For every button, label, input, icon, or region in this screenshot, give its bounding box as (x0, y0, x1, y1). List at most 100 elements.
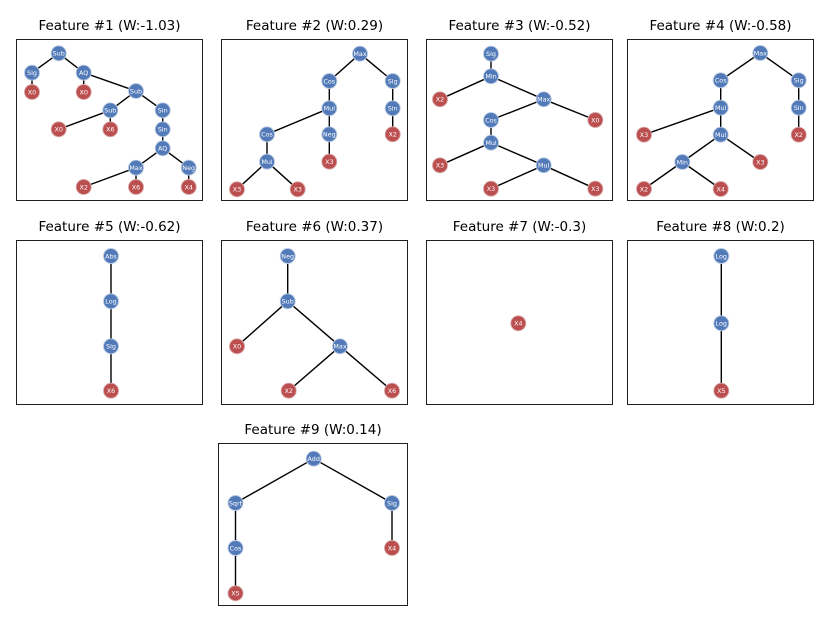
tree-edge (720, 52, 761, 81)
operator-node: AQ (154, 140, 171, 157)
terminal-node: X6 (128, 179, 144, 195)
operator-node: Sig (24, 64, 40, 81)
node-circle (279, 293, 296, 310)
panel-title-2: Feature #2 (W:0.29) (245, 18, 384, 34)
node-circle (483, 180, 499, 197)
node-circle (483, 134, 499, 151)
terminal-node: X2 (432, 91, 448, 108)
terminal-node: X3 (752, 154, 769, 170)
node-circle (279, 248, 296, 264)
node-circle (75, 64, 92, 81)
panel-title-7: Feature #7 (W:-0.3) (452, 219, 587, 235)
operator-node: Sqrt (227, 495, 244, 511)
operator-node: Mul (712, 126, 729, 143)
node-circle (102, 121, 119, 138)
operator-node: Neg (180, 159, 197, 176)
node-circle (50, 121, 67, 138)
terminal-node: X3 (229, 181, 245, 198)
node-circle (713, 315, 730, 332)
node-circle (510, 315, 527, 332)
operator-node: Neg (321, 126, 338, 143)
node-circle (790, 99, 807, 116)
terminal-node: X3 (483, 180, 499, 197)
terminal-node: X0 (587, 112, 604, 128)
operator-node: Mul (259, 153, 275, 170)
operator-node: Cos (483, 112, 499, 128)
node-circle (384, 100, 401, 117)
terminal-node: X2 (280, 382, 297, 399)
node-circle (128, 83, 144, 99)
node-circle (587, 180, 604, 197)
node-circle (321, 73, 338, 89)
tree-edge (339, 345, 393, 392)
node-circle (752, 154, 769, 170)
terminal-node: X2 (384, 126, 401, 143)
operator-node: Abs (103, 248, 119, 264)
node-circle (24, 64, 40, 81)
terminal-node: X6 (102, 121, 119, 138)
node-circle (154, 102, 171, 119)
operator-node: Neg (279, 248, 296, 264)
node-circle (483, 68, 499, 85)
node-circle (712, 99, 729, 116)
node-circle (384, 540, 400, 556)
tree-edge (439, 142, 492, 166)
tree-edge (643, 107, 721, 136)
node-circle (483, 45, 499, 62)
node-circle (75, 84, 92, 100)
node-circle (352, 45, 368, 62)
terminal-node: X3 (289, 181, 306, 198)
node-circle (636, 126, 652, 143)
operator-node: Sin (154, 121, 171, 138)
tree-edge (266, 107, 330, 135)
node-circle (50, 45, 67, 62)
operator-node: Min (674, 154, 691, 170)
operator-node: Cos (321, 73, 338, 89)
operator-node: Mul (483, 134, 499, 151)
node-circle (154, 121, 171, 138)
operator-node: Sin (790, 99, 807, 116)
terminal-node: X4 (384, 540, 400, 556)
operator-node: Max (352, 45, 368, 62)
panel-title-1: Feature #1 (W:-1.03) (38, 18, 181, 34)
node-circle (180, 159, 197, 176)
node-circle (752, 45, 769, 61)
operator-node: Sig (790, 72, 807, 89)
node-circle (535, 91, 552, 108)
terminal-node: X0 (50, 121, 67, 138)
terminal-node: X4 (180, 179, 197, 195)
operator-node: Sub (279, 293, 296, 310)
node-circle (483, 112, 499, 128)
node-circle (432, 157, 448, 174)
tree-edge (490, 75, 544, 100)
node-circle (674, 154, 691, 170)
terminal-node: X0 (75, 84, 92, 100)
node-circle (180, 179, 197, 195)
terminal-node: X3 (587, 180, 604, 197)
node-circle (321, 126, 338, 143)
tree-edge (490, 142, 544, 166)
operator-node: Sig (384, 73, 401, 89)
tree-edge (490, 164, 544, 190)
node-circle (128, 159, 144, 176)
operator-node: Max (332, 338, 348, 355)
operator-node: Log (103, 293, 119, 310)
terminal-node: X0 (24, 84, 40, 100)
operator-node: Sin (154, 102, 171, 119)
node-circle (587, 112, 604, 128)
node-circle (790, 126, 807, 143)
operator-node: Mul (321, 100, 338, 117)
node-circle (790, 72, 807, 89)
node-circle (103, 338, 119, 355)
tree-edge (236, 300, 289, 347)
node-circle (229, 181, 245, 198)
